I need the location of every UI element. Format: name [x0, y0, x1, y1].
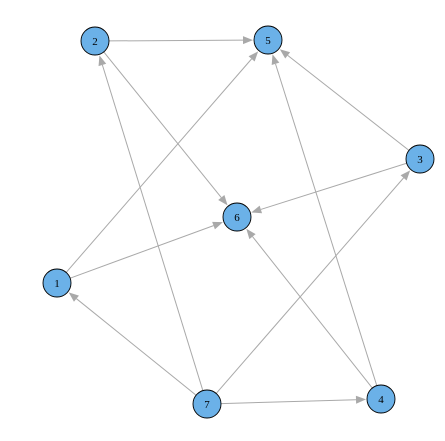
edge-4-to-5 [275, 63, 378, 386]
node-3: 3 [405, 144, 435, 174]
node-label: 6 [234, 212, 240, 224]
node-7: 7 [192, 389, 222, 419]
arrowhead-2-to-5 [242, 36, 254, 45]
node-5: 5 [253, 25, 283, 55]
arrowhead-1-to-6 [212, 221, 223, 230]
edge-7-to-2 [101, 64, 204, 391]
node-circle [80, 26, 110, 56]
node-6: 6 [222, 202, 252, 232]
node-label: 5 [265, 35, 271, 47]
node-circle [366, 384, 396, 414]
node-label: 3 [417, 154, 423, 166]
edge-4-to-6 [252, 236, 373, 389]
edge-2-to-6 [103, 51, 222, 198]
node-label: 1 [54, 278, 60, 290]
arrowhead-3-to-6 [251, 205, 263, 214]
edge-2-to-5 [108, 39, 244, 42]
node-circle [192, 389, 222, 419]
edge-3-to-6 [260, 162, 407, 210]
node-2: 2 [80, 26, 110, 56]
node-circle [222, 202, 252, 232]
node-layer: 1 2 3 4 5 6 7 [42, 25, 435, 419]
node-label: 7 [204, 399, 210, 411]
node-circle [253, 25, 283, 55]
node-circle [405, 144, 435, 174]
arrowhead-4-to-5 [271, 54, 280, 66]
arrowhead-7-to-1 [68, 292, 79, 302]
edge-7-to-4 [220, 399, 357, 405]
arrowhead-2-to-6 [218, 195, 228, 206]
arrowhead-4-to-6 [246, 228, 256, 240]
edge-3-to-5 [287, 55, 410, 151]
edge-layer [65, 36, 411, 405]
edge-7-to-3 [215, 177, 404, 394]
node-1: 1 [42, 268, 72, 298]
node-circle [42, 268, 72, 298]
node-label: 4 [378, 394, 384, 406]
edge-1-to-5 [65, 58, 252, 273]
arrowhead-1-to-5 [248, 51, 259, 62]
arrowhead-3-to-5 [279, 49, 291, 59]
arrowhead-7-to-3 [400, 170, 411, 181]
node-4: 4 [366, 384, 396, 414]
arrowhead-7-to-2 [98, 55, 107, 67]
arrowhead-7-to-4 [355, 395, 367, 404]
node-label: 2 [92, 36, 98, 48]
edge-7-to-1 [76, 298, 197, 396]
edge-1-to-6 [69, 225, 214, 279]
